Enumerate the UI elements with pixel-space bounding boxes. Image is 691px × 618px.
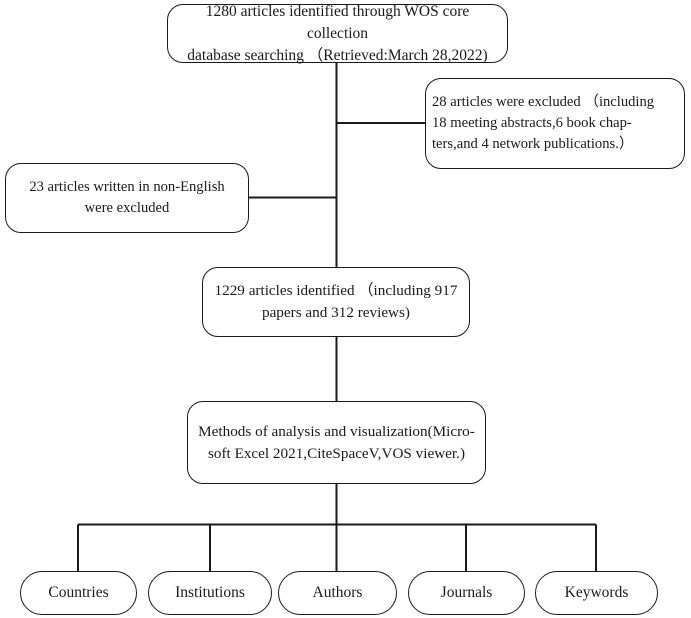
node-analysis-methods-label: Methods of analysis and visualization(Mi…: [198, 422, 475, 462]
node-analysis-methods: Methods of analysis and visualization(Mi…: [187, 401, 486, 484]
node-output-institutions-label: Institutions: [175, 584, 245, 601]
node-identification: 1280 articles identified through WOS cor…: [167, 3, 508, 64]
node-excluded-article-types-label: 28 articles were excluded （including 18 …: [432, 94, 655, 152]
node-excluded-article-types: 28 articles were excluded （including 18 …: [425, 78, 685, 169]
node-articles-included-label: 1229 articles identified （including 917 …: [214, 282, 458, 321]
node-excluded-non-english: 23 articles written in non-English were …: [5, 163, 249, 233]
node-output-institutions: Institutions: [148, 571, 272, 615]
node-output-authors-label: Authors: [312, 584, 363, 601]
node-articles-included: 1229 articles identified （including 917 …: [202, 267, 470, 337]
node-output-keywords-label: Keywords: [564, 584, 629, 601]
node-output-authors: Authors: [278, 571, 397, 615]
node-output-journals: Journals: [408, 571, 525, 615]
node-excluded-non-english-label: 23 articles written in non-English were …: [29, 179, 225, 216]
node-identification-label: 1280 articles identified through WOS cor…: [187, 2, 488, 64]
node-output-countries-label: Countries: [48, 584, 109, 601]
node-output-keywords: Keywords: [535, 571, 658, 615]
node-output-journals-label: Journals: [440, 584, 493, 601]
node-output-countries: Countries: [20, 571, 137, 615]
